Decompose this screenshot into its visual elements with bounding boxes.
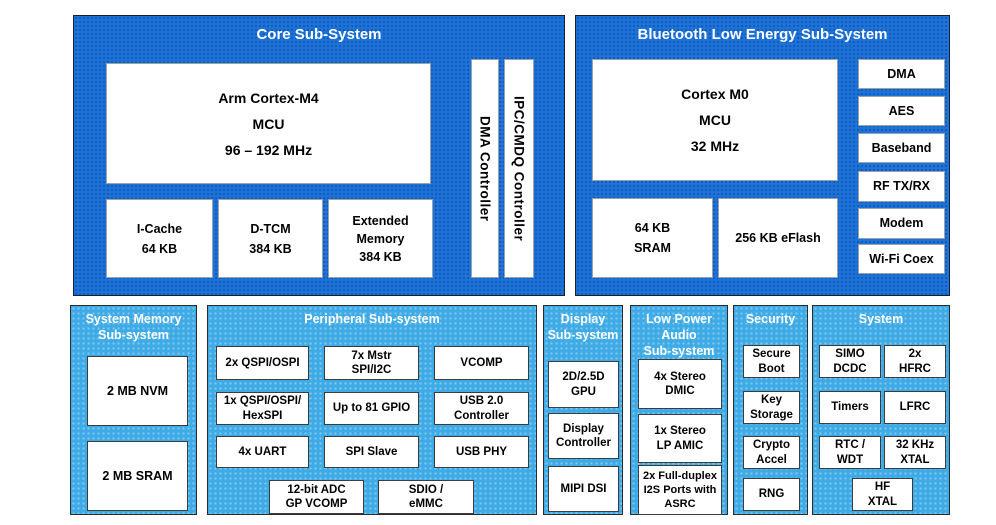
block-rf-tx-rx: RF TX/RX [858,171,945,202]
system-memory-subsystem-panel: System Memory Sub-system 2 MB NVM 2 MB S… [70,305,197,515]
peripheral-title: Peripheral Sub-system [304,312,440,326]
block-2mb-sram: 2 MB SRAM [87,441,188,511]
block-usb-phy: USB PHY [434,436,529,468]
block-1x-qspi-ospi-hexspi: 1x QSPI/OSPI/ HexSPI [216,392,309,425]
block-rtc-wdt: RTC / WDT [819,436,881,469]
block-7x-mstr-spi-i2c: 7x Mstr SPI/I2C [324,346,419,380]
block-sdio-emmc: SDIO / eMMC [378,480,474,514]
block-timers: Timers [819,391,881,424]
block-simo-dcdc: SIMO DCDC [819,345,881,378]
system-memory-title: System Memory Sub-system [85,312,182,342]
block-i-cache: I-Cache 64 KB [106,199,213,278]
block-aes: AES [858,96,945,126]
block-2x-hfrc: 2x HFRC [884,345,946,378]
block-lfrc: LFRC [884,391,946,424]
system-panel: System SIMO DCDC 2x HFRC Timers LFRC RTC… [812,305,950,515]
block-secure-boot: Secure Boot [743,345,800,378]
block-usb-20-controller: USB 2.0 Controller [434,392,529,425]
core-subsystem-title: Core Sub-System [256,26,382,43]
low-power-audio-title: Low Power Audio Sub-system [643,312,715,358]
block-extended-memory: Extended Memory 384 KB [328,199,433,278]
block-2mb-nvm: 2 MB NVM [87,356,188,426]
block-ipc-cmdq-controller: IPC/CMDQ Controller [504,59,534,278]
block-display-controller: Display Controller [548,413,619,459]
low-power-audio-subsystem-panel: Low Power Audio Sub-system 4x Stereo DMI… [630,305,728,515]
security-title: Security [745,312,796,326]
system-title: System [858,312,904,326]
peripheral-subsystem-panel: Peripheral Sub-system 2x QSPI/OSPI 7x Ms… [207,305,537,515]
ble-subsystem-panel: Bluetooth Low Energy Sub-System Cortex M… [575,15,950,296]
block-mipi-dsi: MIPI DSI [548,466,619,512]
display-subsystem-panel: Display Sub-system 2D/2.5D GPU Display C… [543,305,623,515]
block-wifi-coex: Wi-Fi Coex [858,244,945,274]
block-dma: DMA [858,59,945,89]
block-4x-stereo-dmic: 4x Stereo DMIC [638,359,722,409]
block-2x-qspi-ospi: 2x QSPI/OSPI [216,346,309,380]
display-title: Display Sub-system [547,312,619,342]
block-baseband: Baseband [858,133,945,163]
block-key-storage: Key Storage [743,391,800,424]
block-4x-uart: 4x UART [216,436,309,468]
block-2x-full-duplex-i2s: 2x Full-duplex I2S Ports with ASRC [638,465,722,515]
security-panel: Security Secure Boot Key Storage Crypto … [733,305,808,515]
block-256kb-eflash: 256 KB eFlash [718,198,838,278]
block-spi-slave: SPI Slave [324,436,419,468]
block-crypto-accel: Crypto Accel [743,436,800,469]
core-subsystem-panel: Core Sub-System Arm Cortex-M4 MCU 96 – 1… [73,15,565,296]
block-d-tcm: D-TCM 384 KB [218,199,323,278]
block-cortex-m0-mcu: Cortex M0 MCU 32 MHz [592,59,838,181]
block-2d-25d-gpu: 2D/2.5D GPU [548,361,619,408]
block-hf-xtal: HF XTAL [852,478,913,511]
block-64kb-sram: 64 KB SRAM [592,198,713,278]
block-vcomp: VCOMP [434,346,529,380]
block-dma-controller: DMA Controller [471,59,499,278]
ble-subsystem-title: Bluetooth Low Energy Sub-System [637,26,888,43]
block-rng: RNG [743,478,800,511]
block-arm-cortex-m4-mcu: Arm Cortex-M4 MCU 96 – 192 MHz [106,63,431,184]
block-modem: Modem [858,208,945,239]
block-1x-stereo-lp-amic: 1x Stereo LP AMIC [638,414,722,463]
block-up-to-81-gpio: Up to 81 GPIO [324,392,419,425]
block-12bit-adc-gp-vcomp: 12-bit ADC GP VCOMP [269,480,364,514]
block-32khz-xtal: 32 KHz XTAL [884,436,946,469]
